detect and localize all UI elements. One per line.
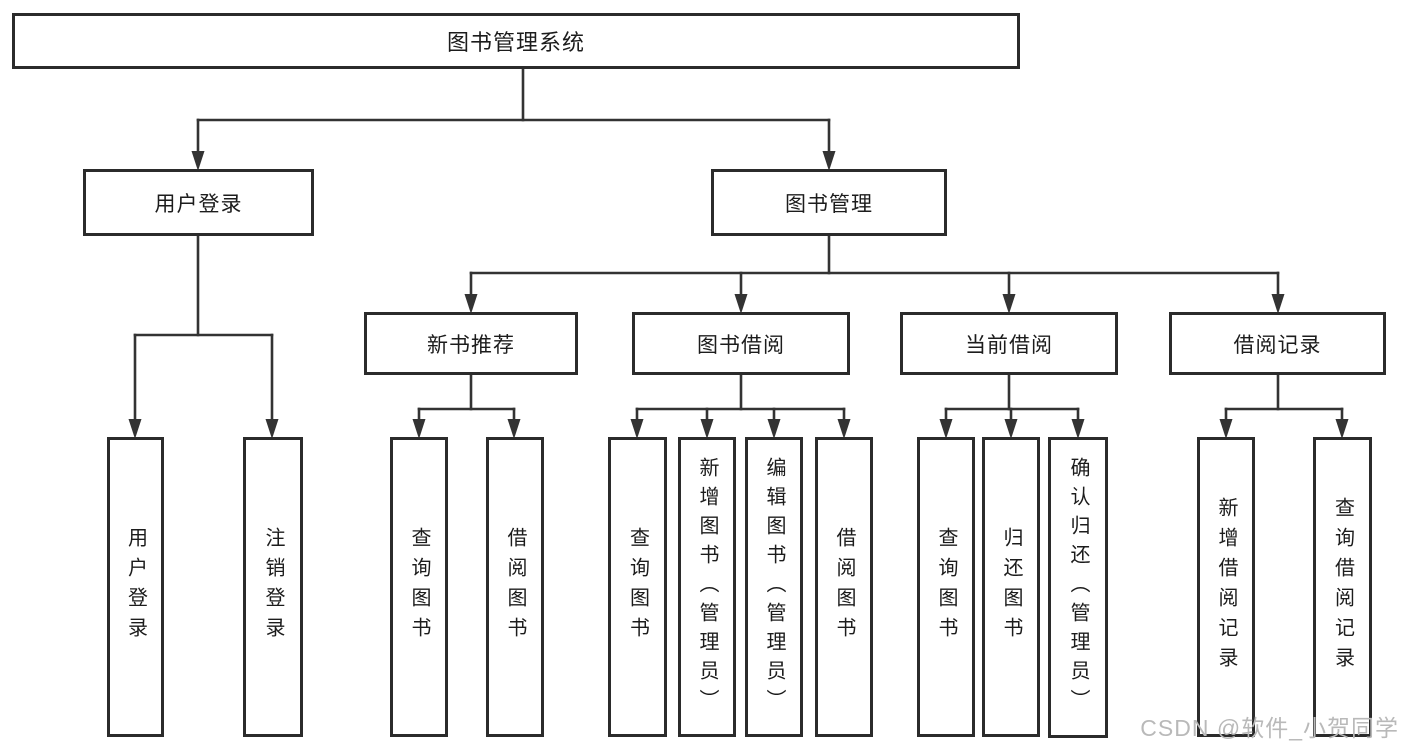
node-label: 借阅图书 (504, 527, 526, 647)
node-book-management: 图书管理 (711, 169, 947, 236)
leaf-recommend-query-books: 查询图书 (390, 437, 448, 737)
leaf-borrow-query-books: 查询图书 (608, 437, 667, 737)
leaf-borrow-edit-books-admin: 编辑图书（管理员） (745, 437, 803, 737)
node-label: 借阅图书 (833, 527, 855, 647)
node-label: 用户登录 (154, 192, 243, 216)
node-label: 注销登录 (262, 527, 284, 647)
node-label: 查询图书 (408, 527, 430, 647)
node-label: 用户登录 (124, 527, 147, 647)
leaf-borrow-add-books-admin: 新增图书（管理员） (678, 437, 736, 737)
node-label: 确认归还（管理员） (1067, 457, 1089, 718)
node-user-login: 用户登录 (83, 169, 314, 236)
node-label: 查询图书 (626, 527, 649, 647)
connector-root-to-level2 (191, 66, 836, 171)
leaf-records-add-record: 新增借阅记录 (1197, 437, 1255, 737)
node-label: 查询借阅记录 (1331, 497, 1354, 677)
leaf-current-query-books: 查询图书 (917, 437, 975, 737)
node-new-book-recommend: 新书推荐 (364, 312, 578, 375)
node-label: 新增借阅记录 (1215, 497, 1237, 677)
node-label: 借阅记录 (1233, 333, 1322, 357)
leaf-borrow-borrow-books: 借阅图书 (815, 437, 873, 737)
leaf-current-confirm-return-admin: 确认归还（管理员） (1048, 437, 1108, 738)
connector-book-management-to-level3 (464, 233, 1285, 314)
leaf-current-return-books: 归还图书 (982, 437, 1040, 737)
connector-current-borrow-to-leaves (939, 373, 1085, 439)
leaf-logout: 注销登录 (243, 437, 303, 737)
node-borrow-records: 借阅记录 (1169, 312, 1386, 375)
node-label: 编辑图书（管理员） (763, 456, 785, 718)
connector-new-book-recommend-to-leaves (412, 373, 521, 439)
csdn-watermark: CSDN @软件_小贺同学 (1140, 715, 1399, 741)
node-label: 图书管理 (785, 192, 873, 216)
node-book-borrow: 图书借阅 (632, 312, 850, 375)
leaf-records-query-record: 查询借阅记录 (1313, 437, 1372, 737)
leaf-recommend-borrow-books: 借阅图书 (486, 437, 544, 737)
node-label: 当前借阅 (965, 333, 1053, 357)
leaf-user-login: 用户登录 (107, 437, 164, 737)
connector-book-borrow-to-leaves (630, 373, 851, 439)
node-system-root: 图书管理系统 (12, 13, 1020, 69)
connector-user-login-to-leaves (128, 233, 279, 439)
node-label: 查询图书 (935, 527, 957, 647)
node-label: 图书借阅 (697, 333, 785, 357)
node-label: 新增图书（管理员） (696, 456, 718, 718)
node-current-borrow: 当前借阅 (900, 312, 1118, 375)
node-label: 新书推荐 (427, 333, 515, 357)
node-label: 归还图书 (1000, 527, 1022, 647)
connector-borrow-records-to-leaves (1219, 373, 1349, 439)
node-label: 图书管理系统 (446, 30, 585, 55)
